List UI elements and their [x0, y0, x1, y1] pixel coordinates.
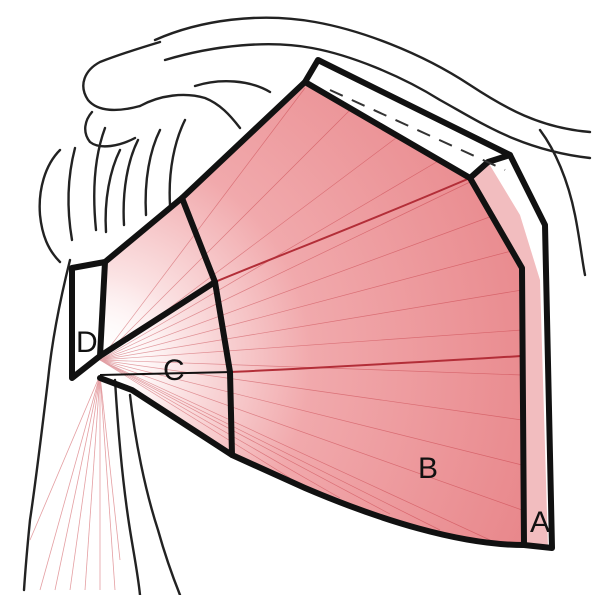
clavicle-outline: [155, 18, 590, 132]
rotator-curve-3: [146, 130, 160, 215]
label-a: A: [530, 506, 550, 539]
coracoid-outline: [85, 112, 135, 146]
rotator-curve-1: [106, 150, 120, 232]
label-b: B: [418, 452, 438, 485]
acromion-bump: [195, 81, 270, 92]
scapula-edge-outline: [68, 148, 75, 240]
scapula-spine-outline: [140, 95, 240, 128]
glenoid-rim-outline: [94, 128, 105, 230]
humerus-shaft-left: [24, 260, 70, 590]
humeral-head-outline: [40, 150, 60, 262]
region-d-outline: [72, 262, 105, 378]
rotator-curve-4: [170, 120, 185, 205]
acromion-outline: [83, 42, 160, 110]
bicep-tendon-line: [130, 395, 180, 595]
rotator-curve-2: [124, 140, 138, 225]
humerus-shaft-right: [115, 380, 140, 595]
label-c: C: [163, 354, 185, 387]
label-d: D: [76, 326, 98, 359]
